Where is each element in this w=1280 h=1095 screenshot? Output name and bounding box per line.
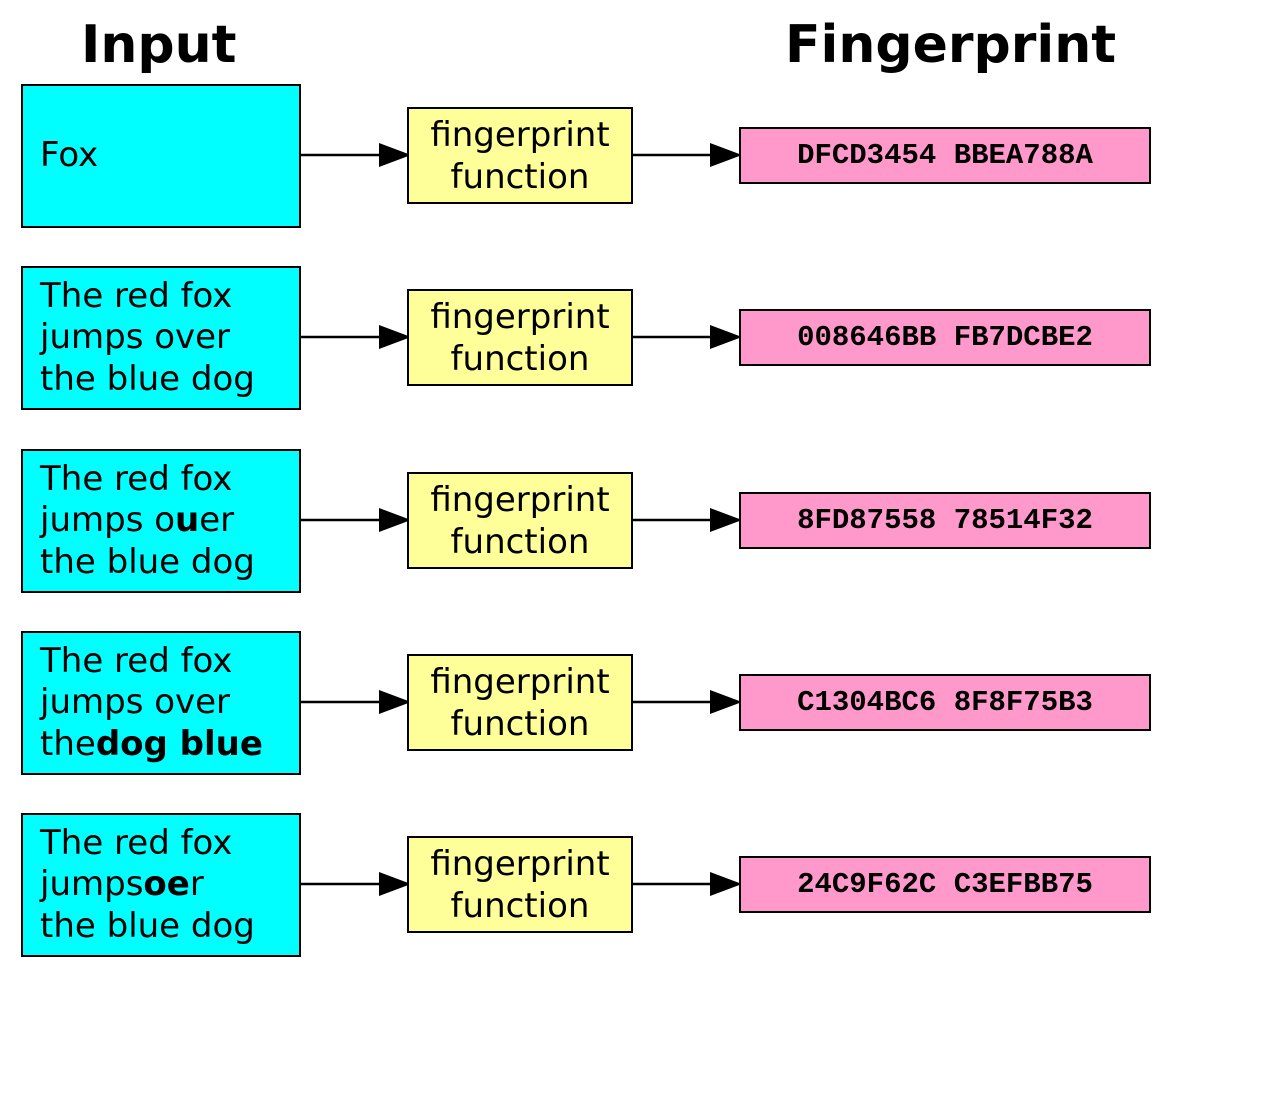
arrow-to-function [299,690,411,714]
input-text-segment: The red fox [40,458,233,499]
input-text-segment: The red fox [40,640,233,681]
input-line: the blue dog [40,359,255,401]
changed-text: dog blue [95,723,263,764]
arrow-to-fingerprint-head [710,690,742,714]
fingerprint-value-box: 8FD87558 78514F32 [739,492,1151,549]
input-column-heading: Input [81,15,237,75]
arrow-to-function-head [379,325,411,349]
input-line: jumps over [40,317,255,359]
fingerprint-value-box: 008646BB FB7DCBE2 [739,309,1151,366]
fingerprint-value-box: DFCD3454 BBEA788A [739,127,1151,184]
function-label: function [450,703,590,744]
input-text-segment: the [40,723,96,764]
input-text-segment: the blue dog [40,541,255,582]
input-line: The red fox [40,641,263,683]
arrow-to-function-head [379,508,411,532]
input-line: The red fox [40,459,255,501]
fingerprint-value-box: 24C9F62C C3EFBB75 [739,856,1151,913]
arrow-to-function [299,508,411,532]
arrow-to-fingerprint [631,872,742,896]
input-line: jumpsoer [40,864,255,906]
input-line: Fox [40,135,98,177]
arrow-to-fingerprint-head [710,143,742,167]
input-text-segment: The red fox [40,822,233,863]
input-line: thedog blue [40,724,263,766]
input-line: jumps over [40,682,263,724]
input-text-segment: r [189,864,204,905]
function-label: function [450,885,590,926]
arrow-to-fingerprint [631,690,742,714]
arrow-to-fingerprint [631,508,742,532]
function-label: function [450,338,590,379]
input-line: The red fox [40,823,255,865]
arrow-to-function-head [379,872,411,896]
arrow-to-fingerprint-head [710,872,742,896]
changed-text: u [175,500,200,541]
function-label: fingerprint [430,296,610,337]
input-text-segment: er [199,500,235,541]
input-line: the blue dog [40,542,255,584]
input-text-segment: jumps over [40,317,231,358]
function-label: fingerprint [430,661,610,702]
arrow-to-function-head [379,690,411,714]
input-text-segment: Fox [40,135,99,176]
arrow-to-function [299,143,411,167]
input-text-segment: jumps [40,864,144,905]
input-text-segment: jumps over [40,682,231,723]
function-label: fingerprint [430,114,610,155]
arrow-to-fingerprint [631,325,742,349]
changed-text: oe [143,864,190,905]
input-text-segment: jumps o [40,500,176,541]
arrow-to-fingerprint [631,143,742,167]
input-line: jumps ouer [40,500,255,542]
input-text-segment: The red fox [40,275,233,316]
input-text: Fox [40,135,98,177]
input-line: The red fox [40,276,255,318]
input-line: the blue dog [40,906,255,948]
arrow-to-function-head [379,143,411,167]
fingerprint-column-heading: Fingerprint [785,15,1117,75]
input-box: Fox [21,84,301,228]
input-text-segment: the blue dog [40,905,255,946]
fingerprint-value-box: C1304BC6 8F8F75B3 [739,674,1151,731]
input-text-segment: the blue dog [40,358,255,399]
function-label: function [450,521,590,562]
function-label: fingerprint [430,843,610,884]
arrow-to-function [299,872,411,896]
arrow-to-fingerprint-head [710,508,742,532]
arrow-to-fingerprint-head [710,325,742,349]
function-label: function [450,156,590,197]
arrow-to-function [299,325,411,349]
function-label: fingerprint [430,479,610,520]
